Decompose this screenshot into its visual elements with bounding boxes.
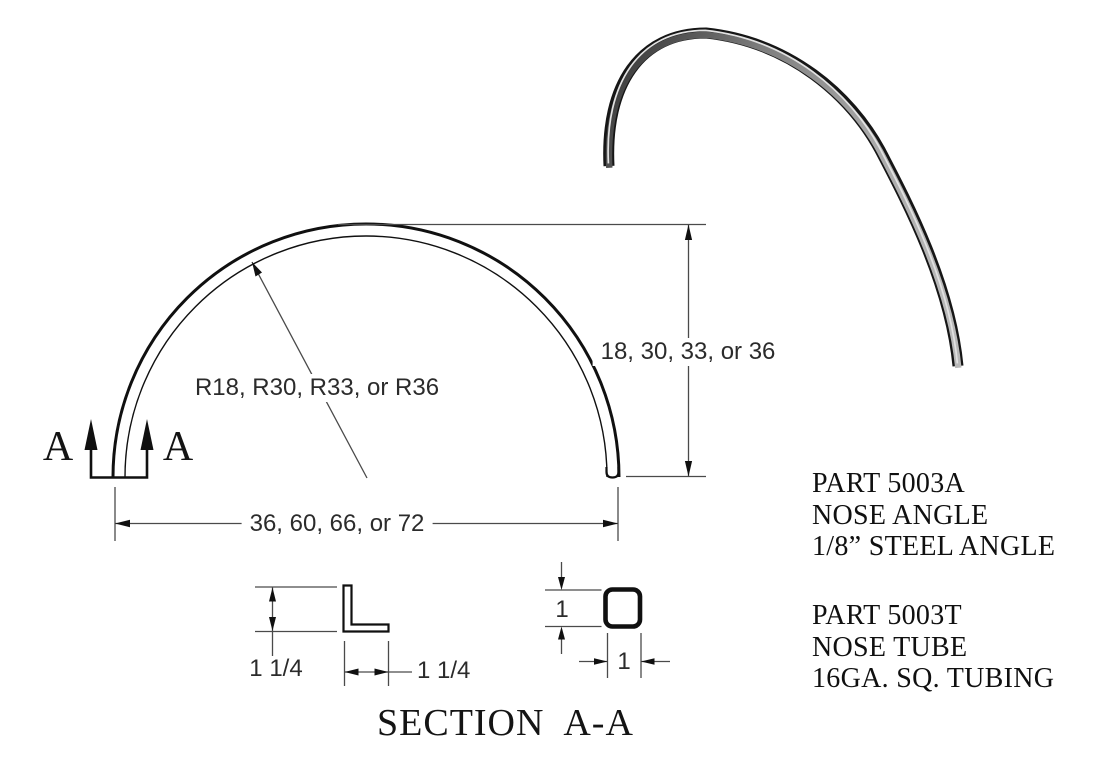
angle-section-outline [342, 584, 390, 633]
tube-vdim-arrow-up-icon [558, 626, 565, 640]
part-t-name: NOSE TUBE [812, 631, 968, 663]
width-arrowhead-left-icon [115, 519, 130, 528]
tube-vdim-arrow-down-icon [558, 577, 565, 590]
height-arrowhead-bottom-icon [684, 461, 693, 477]
width-dimension-label: 36, 60, 66, or 72 [241, 510, 433, 538]
tube-vertical-dim-label: 1 [555, 596, 569, 623]
radius-leader-line [251, 261, 368, 479]
section-cut-bracket [89, 449, 149, 479]
iso-view-nose-angle [603, 27, 964, 369]
part-a-text-block: PART 5003A NOSE ANGLE 1/8” STEEL ANGLE [812, 468, 1055, 563]
section-title: SECTION A-A [377, 702, 634, 744]
radius-arrowhead-icon [252, 262, 262, 277]
angle-vertical-dim-label: 1 1/4 [249, 655, 303, 682]
angle-vdim-arrow-up-icon [269, 587, 276, 602]
iso-band-highlight [607, 29, 959, 364]
tube-hdim-arrow-right-icon [594, 658, 608, 665]
section-letter-right: A [162, 424, 194, 470]
angle-vdim-arrow-down-icon [269, 617, 276, 631]
angle-hdim-arrow-left-icon [344, 668, 359, 676]
height-dimension-label: 18, 30, 33, or 36 [592, 338, 784, 366]
arc-right-end-cap [605, 467, 620, 479]
section-cut-arrow-right-icon [140, 419, 154, 450]
tube-section-outline [603, 587, 643, 629]
part-t-text-block: PART 5003T NOSE TUBE 16GA. SQ. TUBING [812, 600, 1054, 695]
width-arrowhead-right-icon [603, 519, 618, 528]
angle-hdim-arrow-right-icon [374, 668, 389, 676]
tube-hdim-arrow-left-icon [641, 658, 655, 665]
part-a-name: NOSE ANGLE [812, 499, 989, 531]
angle-horizontal-dim-label: 1 1/4 [417, 657, 471, 684]
tube-section [545, 562, 670, 678]
part-a-number: PART 5003A [812, 468, 966, 499]
main-arc-inner [124, 235, 608, 478]
part-a-material: 1/8” STEEL ANGLE [812, 531, 1056, 562]
part-t-material: 16GA. SQ. TUBING [812, 663, 1055, 694]
radius-dimension-label: R18, R30, R33, or R36 [186, 374, 448, 402]
part-t-number: PART 5003T [812, 600, 962, 631]
height-arrowhead-top-icon [684, 224, 693, 240]
tube-horizontal-dim-label: 1 [617, 648, 631, 675]
section-letter-left: A [42, 424, 74, 470]
angle-section [255, 584, 412, 686]
section-cut-arrow-left-icon [84, 419, 98, 450]
